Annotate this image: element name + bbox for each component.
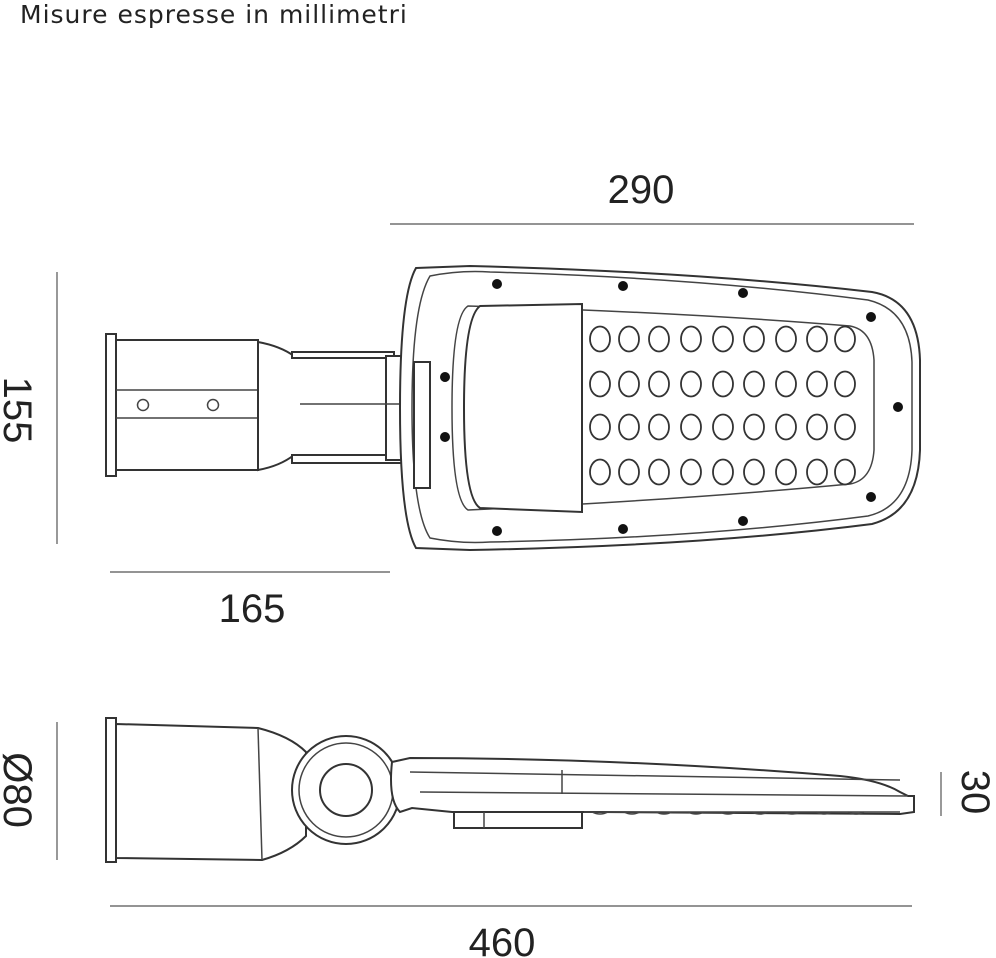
dim-label-top-width: 290: [608, 168, 675, 212]
led-lens: [680, 370, 702, 398]
screw: [440, 432, 450, 442]
led-lens: [648, 325, 670, 353]
led-lens: [680, 458, 702, 486]
dim-label-thickness: 30: [953, 770, 996, 815]
led-lens: [834, 325, 856, 353]
led-lens: [589, 458, 611, 486]
led-lens: [834, 413, 856, 441]
led-lens: [648, 413, 670, 441]
led-lens: [680, 325, 702, 353]
led-lens: [743, 458, 765, 486]
side-view: Ø80 30 460: [0, 717, 996, 958]
led-lens: [618, 458, 640, 486]
led-lens: [775, 370, 797, 398]
led-lens: [806, 413, 828, 441]
led-lens: [618, 325, 640, 353]
led-lens: [743, 325, 765, 353]
bracket-side: [105, 717, 307, 863]
led-lens: [743, 413, 765, 441]
screw: [492, 279, 502, 289]
dim-label-total-length: 460: [469, 921, 536, 958]
units-note: Misure espresse in millimetri: [20, 0, 408, 29]
dim-label-diameter: Ø80: [0, 752, 39, 828]
led-lens: [589, 325, 611, 353]
screw: [492, 526, 502, 536]
led-lens: [712, 370, 734, 398]
screw: [618, 524, 628, 534]
led-lens: [806, 458, 828, 486]
led-lens: [712, 325, 734, 353]
pivot-joint: [291, 735, 401, 845]
led-lens: [834, 458, 856, 486]
led-lens: [806, 325, 828, 353]
screw: [893, 402, 903, 412]
led-lens: [648, 370, 670, 398]
led-lens: [618, 370, 640, 398]
head-side-profile: [390, 756, 915, 829]
screw: [618, 281, 628, 291]
led-lens: [775, 458, 797, 486]
mounting-bracket: [105, 333, 413, 477]
screw: [738, 516, 748, 526]
screw: [440, 372, 450, 382]
led-lens: [712, 458, 734, 486]
top-view: 290 155 165: [0, 168, 921, 631]
led-array: [589, 325, 856, 486]
led-lens: [775, 325, 797, 353]
led-lens: [589, 413, 611, 441]
led-lens: [775, 413, 797, 441]
led-lens: [618, 413, 640, 441]
luminaire-head: [398, 264, 921, 552]
led-lens: [834, 370, 856, 398]
screw: [866, 492, 876, 502]
led-lens: [743, 370, 765, 398]
dim-label-arm-length: 165: [219, 587, 286, 631]
dim-label-height: 155: [0, 377, 39, 444]
led-lens: [806, 370, 828, 398]
led-lens: [712, 413, 734, 441]
led-lens: [680, 413, 702, 441]
led-lens: [648, 458, 670, 486]
screw: [738, 288, 748, 298]
led-lens: [589, 370, 611, 398]
screw: [866, 312, 876, 322]
